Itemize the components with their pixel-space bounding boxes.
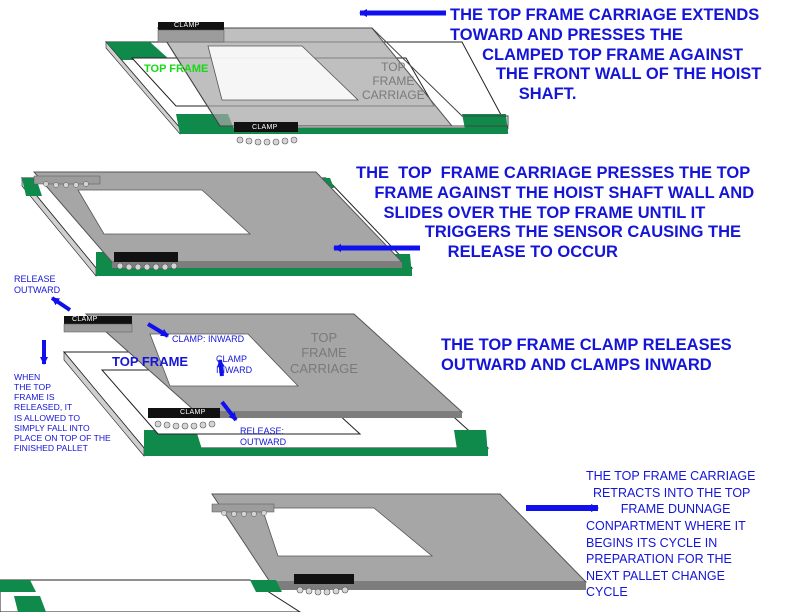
label-clamp-step3-bottom: CLAMP — [180, 409, 206, 416]
caption-step1: THE TOP FRAME CARRIAGE EXTENDS TOWARD AN… — [450, 6, 761, 105]
label-top-frame-step3: TOP FRAME — [112, 354, 188, 369]
label-drop-note: WHEN THE TOP FRAME IS RELEASED, IT IS AL… — [14, 372, 111, 453]
label-top-frame-carriage-step3: TOP FRAME CARRIAGE — [290, 330, 358, 376]
label-clamp-step3-top: CLAMP — [72, 316, 98, 323]
label-clamp-step1-top: CLAMP — [174, 22, 200, 29]
label-clamp-inward-2: CLAMP INWARD — [216, 354, 252, 375]
step4-assembly — [0, 494, 586, 612]
caption-step2: THE TOP FRAME CARRIAGE PRESSES THE TOP F… — [356, 164, 754, 263]
caption-step4: THE TOP FRAME CARRIAGE RETRACTS INTO THE… — [586, 468, 755, 601]
step4-frame-below — [0, 580, 300, 612]
label-top-frame-carriage-step1: TOP FRAME CARRIAGE — [362, 60, 425, 102]
label-clamp-inward-1: CLAMP: INWARD — [172, 334, 244, 345]
step4-clamp-top — [212, 504, 274, 517]
label-clamp-step1-bottom: CLAMP — [252, 124, 278, 131]
step2-assembly — [22, 172, 412, 276]
caption-step3: THE TOP FRAME CLAMP RELEASES OUTWARD AND… — [441, 336, 732, 376]
step1-assembly — [106, 22, 508, 145]
label-top-frame-step1: TOP FRAME — [144, 63, 208, 75]
label-release-outward-2: RELEASE: OUTWARD — [240, 426, 286, 447]
label-release-outward-1: RELEASE OUTWARD — [14, 274, 60, 295]
